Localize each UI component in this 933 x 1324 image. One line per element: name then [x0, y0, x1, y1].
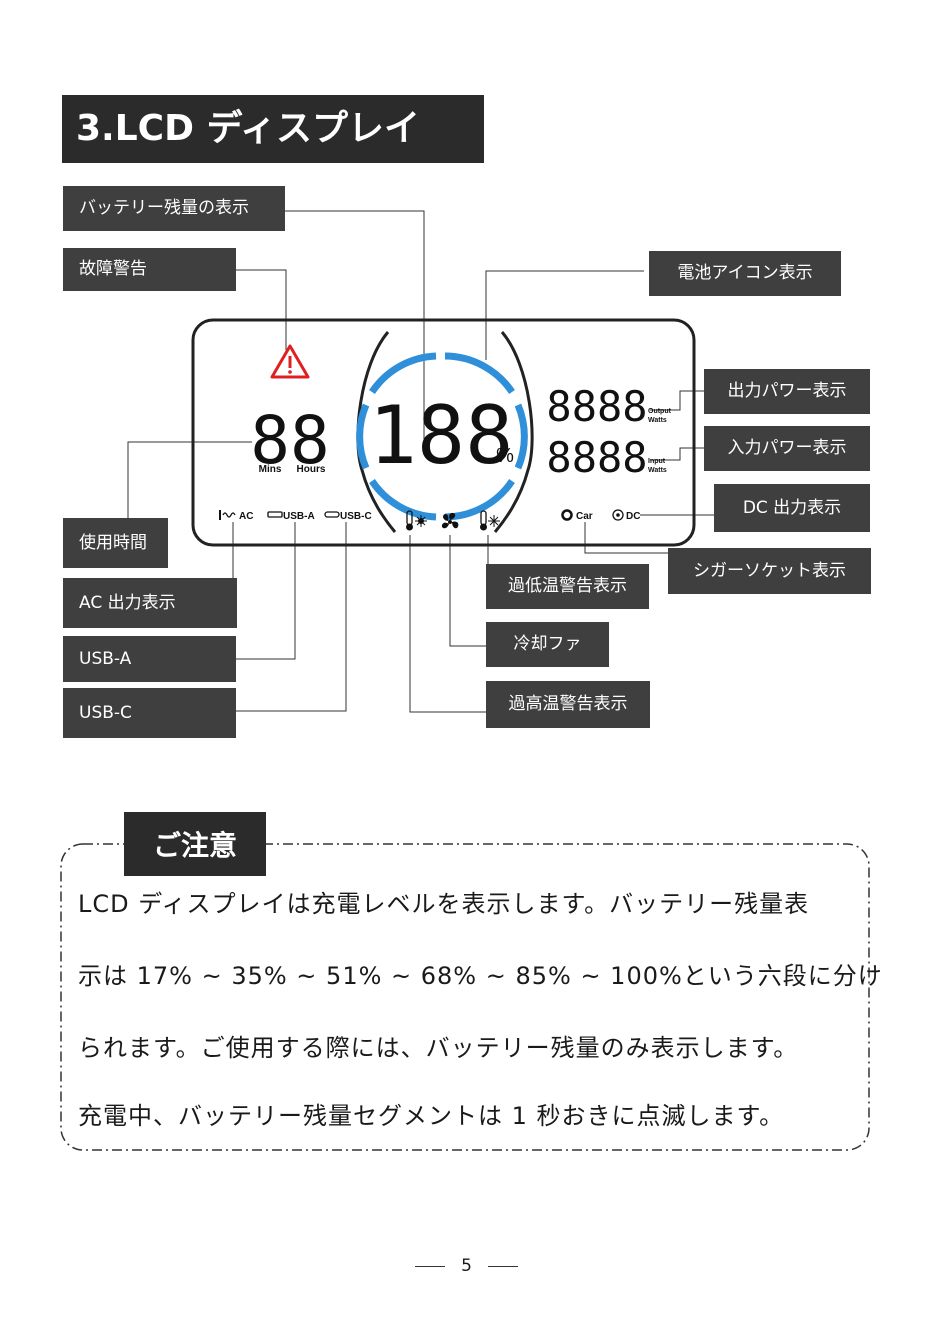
leader-usb-a [236, 522, 296, 660]
leader-high-temp [409, 535, 486, 713]
output-label-1: Output [648, 408, 672, 415]
leader-lines [127, 210, 714, 713]
car-label: Car [576, 511, 593, 522]
page-number-text: 5 [461, 1256, 472, 1276]
leader-output-power [650, 390, 704, 411]
time-digits: 88 [250, 402, 329, 479]
note-line-2: 示は 17% ~ 35% ~ 51% ~ 68% ~ 85% ~ 100%という… [78, 962, 883, 990]
low-temp-icon [480, 510, 500, 531]
leader-input-power [650, 447, 704, 461]
port-usba-label: USB-A [283, 511, 315, 522]
label-battery-level: バッテリー残量の表示 [63, 186, 285, 231]
percent-sign: % [496, 445, 514, 467]
high-temp-icon [406, 510, 427, 531]
note-title: ご注意 [124, 812, 266, 876]
ring-segment-1 [444, 352, 515, 395]
car-socket-icon [561, 509, 573, 521]
note-border [60, 843, 870, 1151]
label-high-temp-warning: 過高温警告表示 [486, 681, 650, 728]
left-bracket [356, 331, 397, 533]
right-bracket [493, 331, 534, 533]
ring-segment-3 [444, 478, 515, 521]
mins-label: Mins [259, 464, 282, 475]
label-dc-output: DC 出力表示 [714, 484, 870, 532]
input-label-2: Watts [648, 467, 667, 474]
leader-cooling-fan [449, 535, 486, 647]
label-usb-c: USB-C [63, 688, 236, 738]
usb-c-icon [324, 511, 340, 518]
label-usage-time: 使用時間 [63, 518, 168, 568]
output-label-2: Watts [648, 417, 667, 424]
label-cooling-fan: 冷却ファ [486, 622, 609, 667]
note-line-1: LCD ディスプレイは充電レベルを表示します。バッテリー残量表 [78, 890, 810, 918]
note-line-4: 充電中、バッテリー残量セグメントは 1 秒おきに点滅します。 [78, 1102, 785, 1130]
usb-a-icon [267, 511, 283, 518]
label-cigar-socket: シガーソケット表示 [668, 548, 871, 594]
label-usb-a: USB-A [63, 636, 236, 682]
port-usbc-label: USB-C [340, 511, 372, 522]
leader-cigar-socket [584, 522, 668, 554]
leader-fault-warning [236, 269, 287, 350]
label-ac-output: AC 出力表示 [63, 578, 237, 628]
ring-segment-6 [369, 352, 437, 395]
port-ac-label: AC [239, 511, 253, 522]
battery-digits: 188 [369, 389, 514, 482]
lcd-diagram: 88 Mins Hours 188 % 8888 Output Watts 88… [127, 210, 714, 713]
input-digits: 8888 [546, 433, 647, 482]
leader-battery-icon [485, 270, 644, 360]
label-output-power: 出力パワー表示 [704, 369, 870, 414]
section-title: 3.LCD ディスプレイ [62, 95, 484, 163]
leader-battery-level [285, 210, 425, 448]
label-low-temp-warning: 過低温警告表示 [486, 564, 649, 609]
ac-port-icon [219, 510, 236, 520]
leader-usage-time [127, 441, 252, 520]
dc-label: DC [626, 511, 640, 522]
fan-icon [441, 512, 459, 529]
warning-icon [270, 344, 310, 379]
input-label-1: Input [648, 458, 666, 465]
leader-usb-c [236, 522, 347, 712]
ring-segment-5 [356, 403, 370, 470]
page-number: 5 [0, 1256, 933, 1276]
ring-segment-2 [514, 403, 528, 470]
dc-port-icon [612, 509, 624, 521]
ring-segment-4 [369, 478, 437, 521]
label-fault-warning: 故障警告 [63, 248, 236, 291]
hours-label: Hours [297, 464, 326, 475]
note-line-3: られます。ご使用する際には、バッテリー残量のみ表示します。 [78, 1034, 799, 1062]
label-input-power: 入力パワー表示 [704, 426, 870, 471]
output-digits: 8888 [546, 382, 647, 431]
lcd-frame [191, 318, 696, 547]
label-battery-icon: 電池アイコン表示 [649, 251, 841, 296]
